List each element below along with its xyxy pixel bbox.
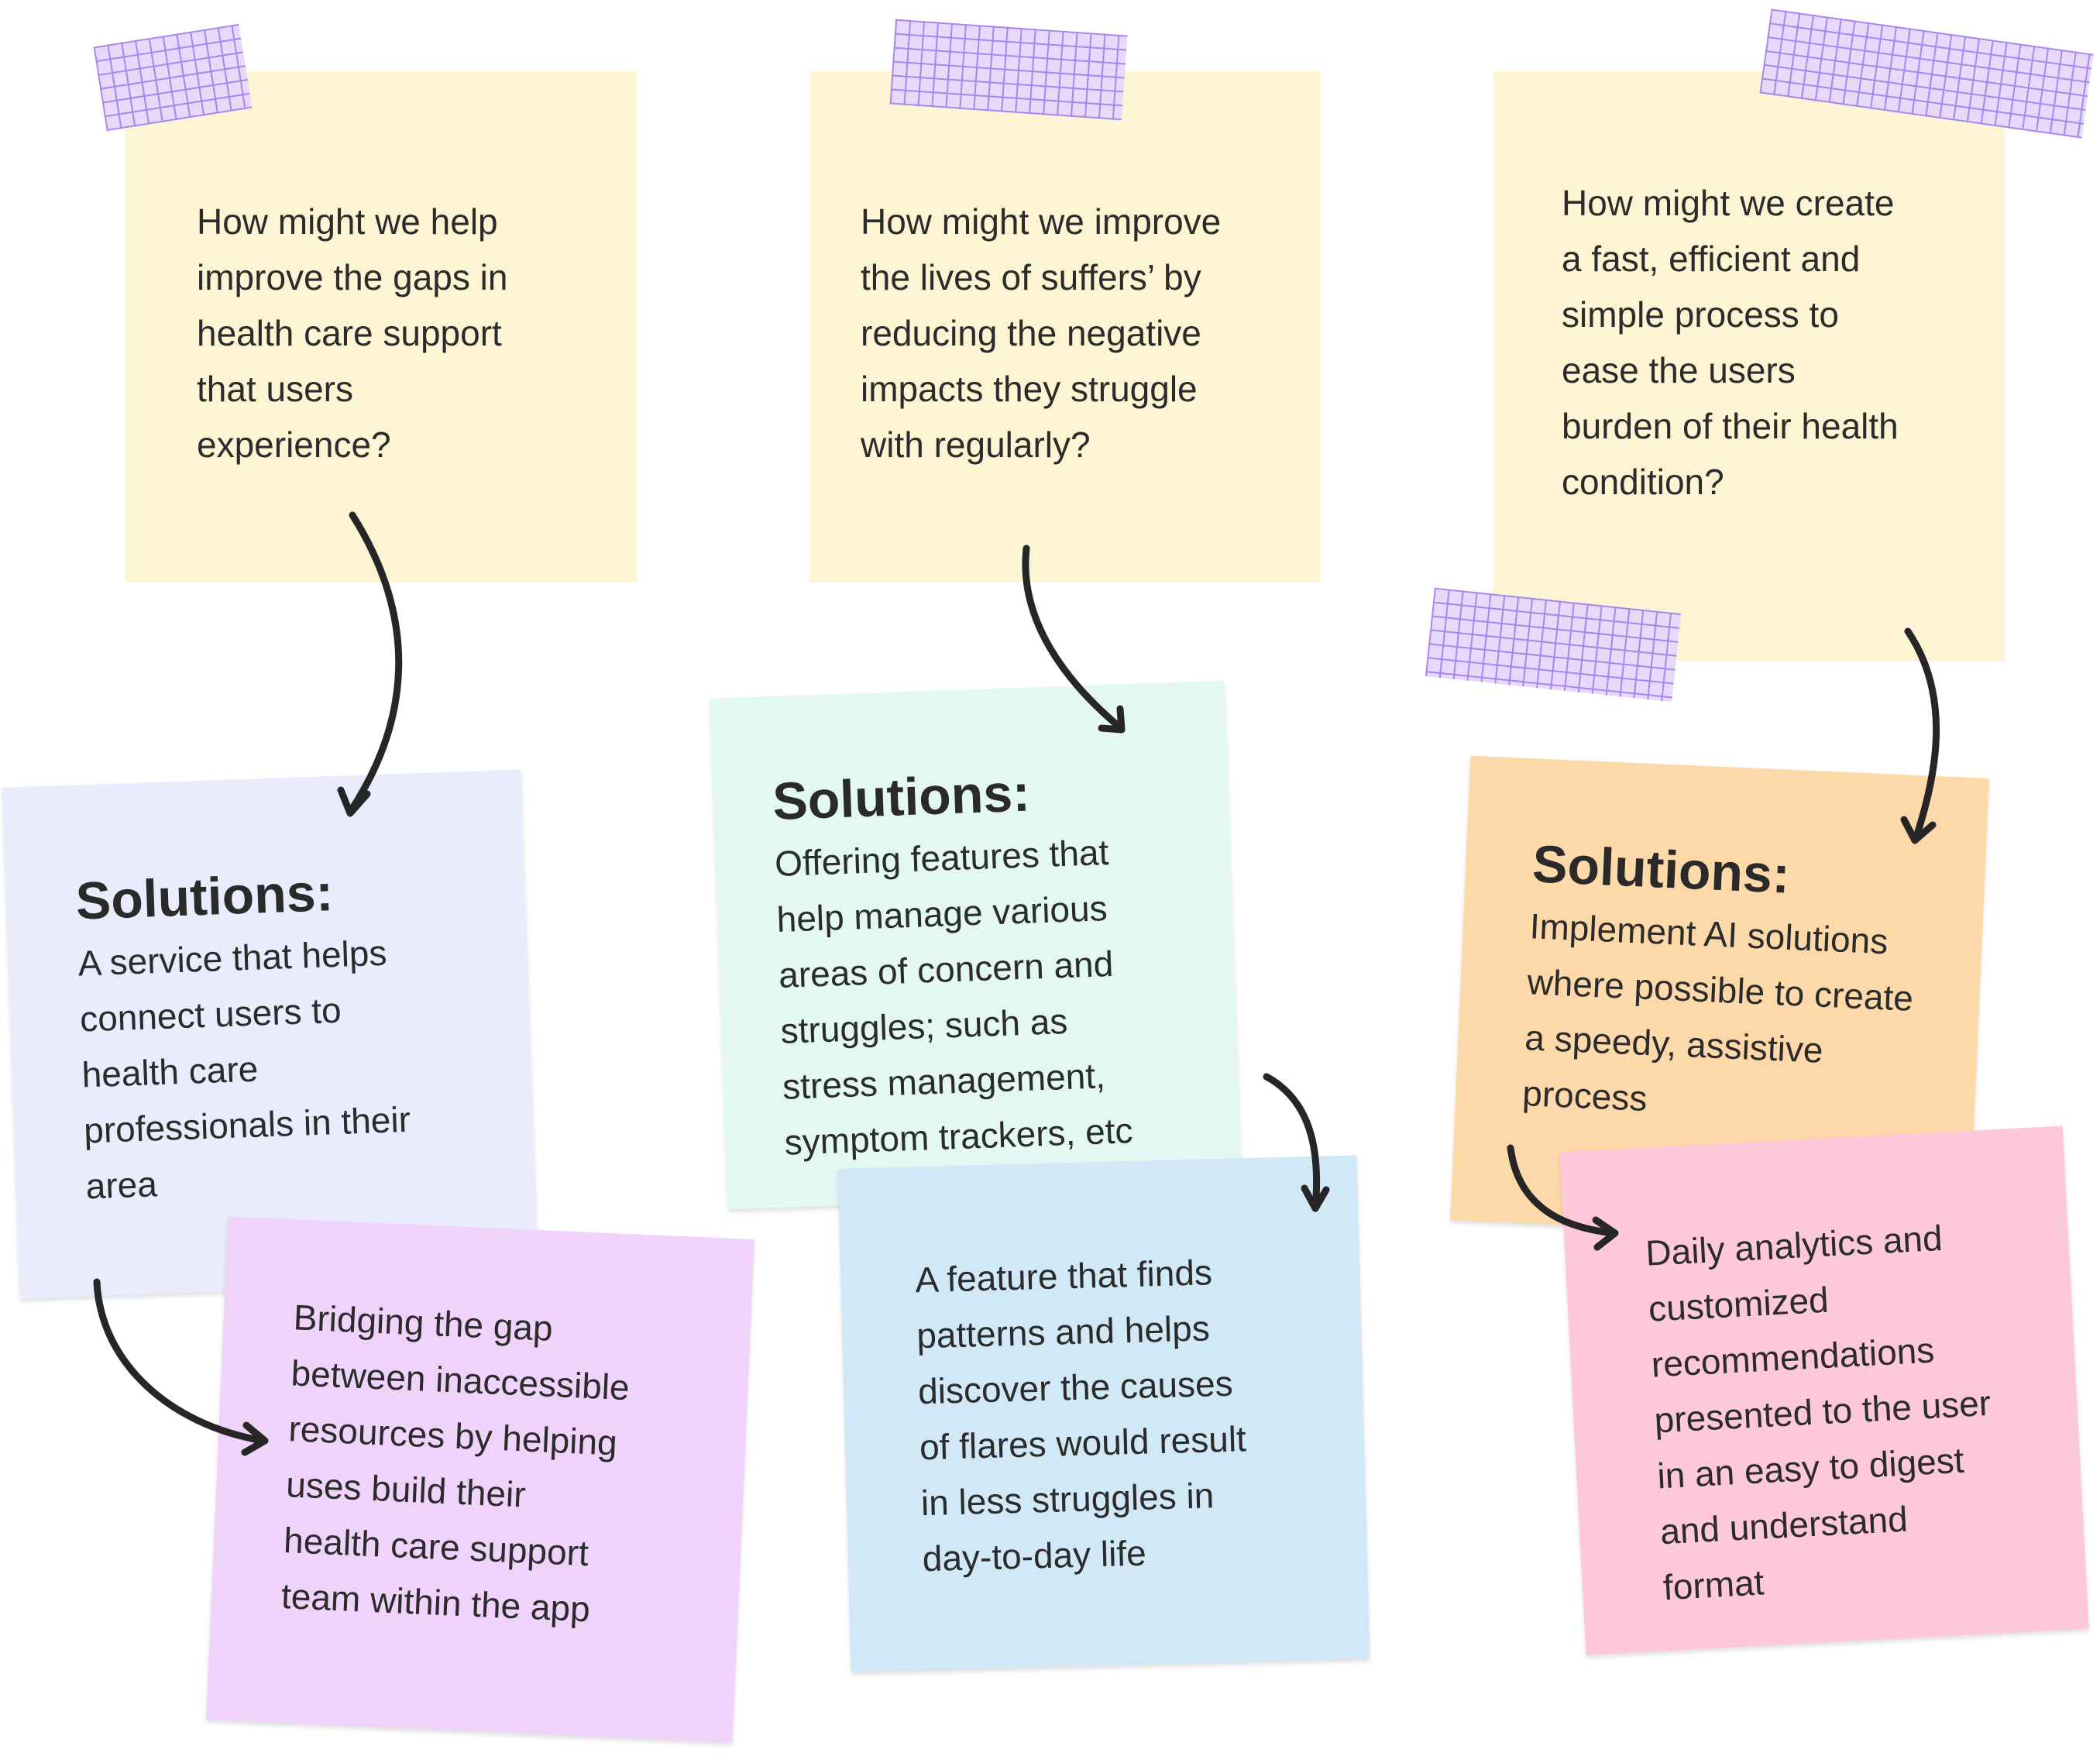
solution-text: Implement AI solutions where possible to… xyxy=(1521,906,1915,1119)
question-note-1[interactable]: How might we help improve the gaps in he… xyxy=(125,71,637,583)
solution-note-2[interactable]: Solutions: Offering features that help m… xyxy=(710,680,1242,1210)
solution-text: A service that helps connect users to he… xyxy=(77,932,411,1207)
detail-note-1[interactable]: Bridging the gap between inaccessible re… xyxy=(206,1216,754,1743)
detail-text: Bridging the gap between inaccessible re… xyxy=(280,1297,631,1630)
solution-heading: Solutions: xyxy=(772,763,1031,832)
question-text: How might we help improve the gaps in he… xyxy=(197,201,508,465)
detail-text: A feature that finds patterns and helps … xyxy=(914,1252,1247,1579)
detail-note-2[interactable]: A feature that finds patterns and helps … xyxy=(837,1155,1370,1672)
solution-text: Offering features that help manage vario… xyxy=(774,831,1134,1163)
question-text: How might we create a fast, efficient an… xyxy=(1562,183,1899,502)
question-text: How might we improve the lives of suffer… xyxy=(861,201,1222,465)
solution-heading: Solutions: xyxy=(74,863,335,931)
question-note-3[interactable]: How might we create a fast, efficient an… xyxy=(1493,71,2005,662)
tape-decoration xyxy=(889,19,1128,121)
detail-text: Daily analytics and customized recommend… xyxy=(1645,1217,1992,1608)
detail-note-3[interactable]: Daily analytics and customized recommend… xyxy=(1559,1126,2089,1655)
question-note-2[interactable]: How might we improve the lives of suffer… xyxy=(809,71,1321,583)
